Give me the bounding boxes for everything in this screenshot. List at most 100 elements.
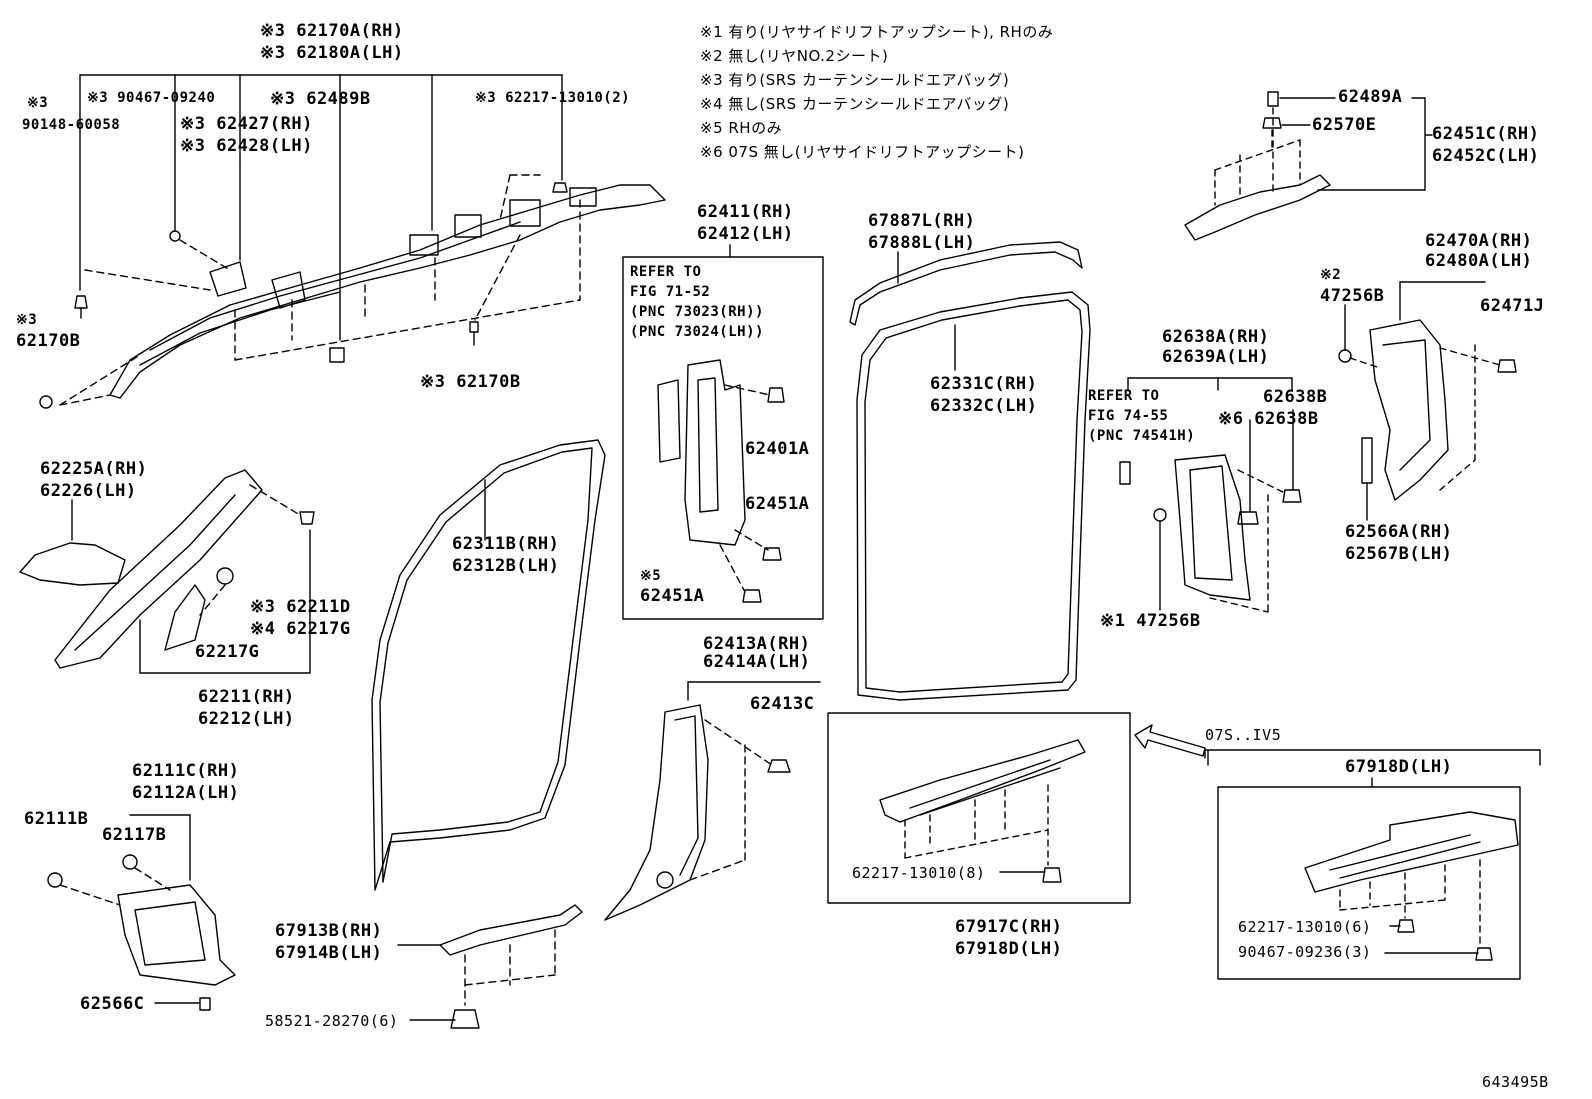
label-67914B: 67914B(LH) <box>275 943 383 963</box>
label-62413A: 62413A(RH) <box>703 634 811 654</box>
label-62211D: ※3 62211D <box>250 597 351 617</box>
label-47256B-top-marker: ※2 <box>1320 267 1342 283</box>
label-62489A: 62489A <box>1338 87 1403 107</box>
rear-door-weatherstrips <box>849 241 1091 701</box>
label-62411: 62411(RH) <box>697 202 794 222</box>
label-62217-13010-6: 62217-13010(6) <box>1238 918 1372 936</box>
rear-step-plate <box>879 739 1086 883</box>
label-62471J: 62471J <box>1480 296 1545 316</box>
note-1: ※1 有り(リヤサイドリフトアップシート), RHのみ <box>700 23 1054 41</box>
label-67887L: 67887L(RH) <box>868 211 976 231</box>
curtain-airbag-assembly <box>39 74 666 409</box>
label-62412: 62412(LH) <box>697 224 794 244</box>
label-62428: ※3 62428(LH) <box>180 136 313 156</box>
label-62225A: 62225A(RH) <box>40 459 148 479</box>
ref1-line-1: REFER TO <box>630 264 702 280</box>
a-pillar-trim <box>19 469 315 674</box>
label-62112A: 62112A(LH) <box>132 783 240 803</box>
label-62567B: 62567B(LH) <box>1345 544 1453 564</box>
note-5: ※5 RHのみ <box>700 119 783 137</box>
label-90148-60058: 90148-60058 <box>22 117 121 133</box>
label-62638B-2: ※6 62638B <box>1218 409 1319 429</box>
label-62451A-marker: ※5 <box>640 568 662 584</box>
label-62211: 62211(RH) <box>198 687 295 707</box>
step-plate-box-67918D <box>1217 786 1521 980</box>
ref1-line-3: (PNC 73023(RH)) <box>630 304 764 320</box>
refer-fig-74-55: REFER TO FIG 74-55 (PNC 74541H) <box>1088 386 1195 446</box>
label-47256B-bottom: ※1 47256B <box>1100 611 1201 631</box>
note-2: ※2 無し(リヤNO.2シート) <box>700 47 889 65</box>
label-62566C: 62566C <box>80 994 145 1014</box>
ref1-line-4: (PNC 73024(LH)) <box>630 324 764 340</box>
scuff-dashed <box>464 929 556 1006</box>
label-62427: ※3 62427(RH) <box>180 114 313 134</box>
diagram-id: 643495B <box>1482 1073 1549 1091</box>
label-58521-28270: 58521-28270(6) <box>265 1012 399 1030</box>
label-62638B-1: 62638B <box>1263 387 1328 407</box>
front-door-weatherstrip <box>371 439 606 891</box>
quarter-lower-trim <box>1119 377 1302 611</box>
label-62331C: 62331C(RH) <box>930 374 1038 394</box>
b-pillar-upper-trim <box>657 244 785 603</box>
variant-step-plate <box>1304 811 1519 961</box>
lower-quarter-trim <box>47 814 236 1011</box>
label-62312B: 62312B(LH) <box>452 556 560 576</box>
label-62217G-b: 62217G <box>195 642 260 662</box>
variant-arrow <box>1134 724 1541 788</box>
refer-fig-71-52: REFER TO FIG 71-52 (PNC 73023(RH)) (PNC … <box>630 262 764 342</box>
label-90467-09240: ※3 90467-09240 <box>87 90 216 106</box>
a-pillar-dashed-leaders <box>199 484 301 616</box>
note-4: ※4 無し(SRS カーテンシールドエアバッグ) <box>700 95 1010 113</box>
label-62480A: 62480A(LH) <box>1425 251 1533 271</box>
label-62451C: 62451C(RH) <box>1432 124 1540 144</box>
step-plate-box-67917C <box>827 712 1131 904</box>
label-62226: 62226(LH) <box>40 481 137 501</box>
label-62566A: 62566A(RH) <box>1345 522 1453 542</box>
label-62451A-2: 62451A <box>640 586 705 606</box>
quarter-lower-dashed <box>1209 469 1286 613</box>
label-62332C: 62332C(LH) <box>930 396 1038 416</box>
ref1-line-2: FIG 71-52 <box>630 284 711 300</box>
roof-side-trim <box>1184 91 1433 241</box>
label-62111C: 62111C(RH) <box>132 761 240 781</box>
note-6: ※6 07S 無し(リヤサイドリフトアップシート) <box>700 143 1025 161</box>
label-47256B-top: 47256B <box>1320 286 1385 306</box>
label-62111B: 62111B <box>24 809 89 829</box>
label-62212: 62212(LH) <box>198 709 295 729</box>
label-62570E: 62570E <box>1312 115 1377 135</box>
label-62170B-left: 62170B <box>16 331 81 351</box>
label-62638A: 62638A(RH) <box>1162 327 1270 347</box>
step-plate-dashed <box>904 784 1049 866</box>
b-pillar-dashed-leaders <box>719 384 771 593</box>
label-62170B-marker: ※3 <box>16 312 38 328</box>
label-62217G-a: ※4 62217G <box>250 619 351 639</box>
airbag-dashed-leaders <box>59 174 581 406</box>
front-scuff-plate <box>397 904 583 1029</box>
label-62117B: 62117B <box>102 825 167 845</box>
label-62217-13010-8: 62217-13010(8) <box>852 864 986 882</box>
label-62311B: 62311B(RH) <box>452 534 560 554</box>
label-62170B-right: ※3 62170B <box>420 372 521 392</box>
label-67913B: 67913B(RH) <box>275 921 383 941</box>
ref2-line-2: FIG 74-55 <box>1088 408 1169 424</box>
b-pillar-lower-dashed <box>689 719 773 881</box>
label-67917C: 67917C(RH) <box>955 917 1063 937</box>
notes-block: ※1 有り(リヤサイドリフトアップシート), RHのみ ※2 無し(リヤNO.2… <box>700 20 1053 164</box>
roof-side-dashed <box>1214 107 1301 206</box>
label-62489B: ※3 62489B <box>270 89 371 109</box>
label-67888L: 67888L(LH) <box>868 233 976 253</box>
label-90148-marker: ※3 <box>27 95 49 111</box>
label-62452C: 62452C(LH) <box>1432 146 1540 166</box>
label-62180A: ※3 62180A(LH) <box>260 43 404 63</box>
label-62639A: 62639A(LH) <box>1162 347 1270 367</box>
label-67918D-a: 67918D(LH) <box>955 939 1063 959</box>
label-07S-variant: 07S..IV5 <box>1205 726 1282 744</box>
label-62401A: 62401A <box>745 439 810 459</box>
refer-box-62411 <box>622 256 824 620</box>
label-62414A: 62414A(LH) <box>703 652 811 672</box>
label-67918D-b: 67918D(LH) <box>1345 757 1453 777</box>
label-90467-09236: 90467-09236(3) <box>1238 943 1372 961</box>
label-62451A-1: 62451A <box>745 494 810 514</box>
